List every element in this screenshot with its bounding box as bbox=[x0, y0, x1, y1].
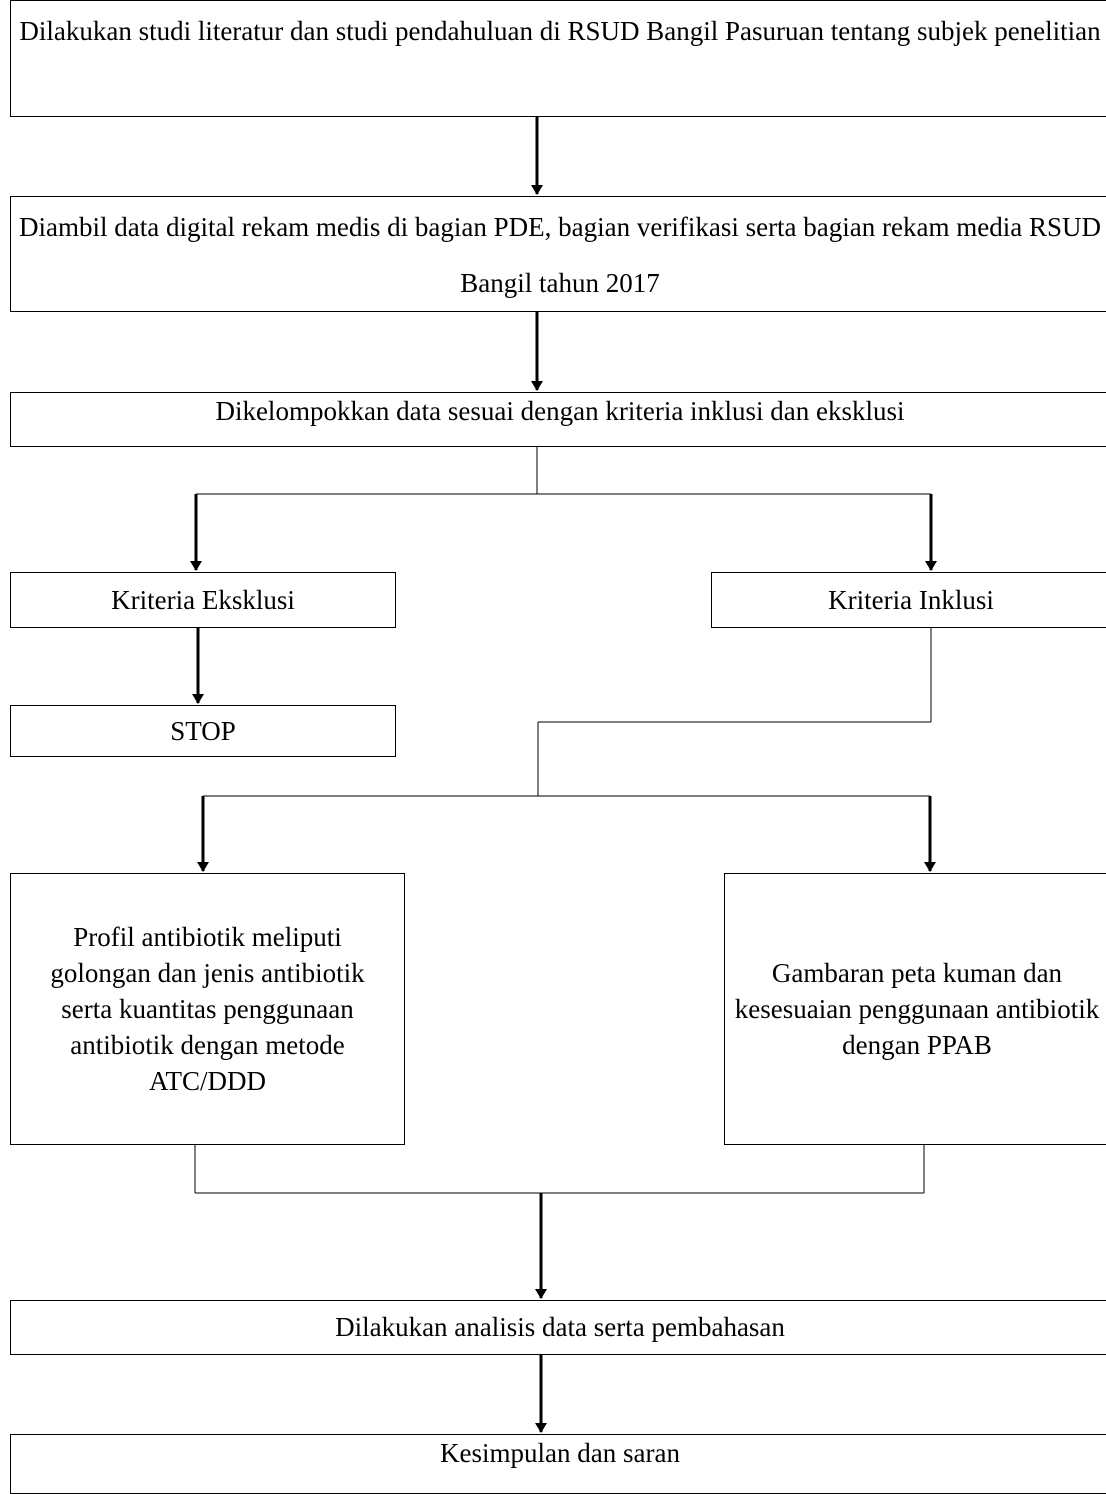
germ-map-box: Gambaran peta kuman dan kesesuaian pengg… bbox=[724, 873, 1106, 1145]
step-literature-text: Dilakukan studi literatur dan studi pend… bbox=[19, 16, 1101, 46]
research-flowchart: Dilakukan studi literatur dan studi pend… bbox=[10, 0, 1106, 1494]
antibiotic-profile-text: Profil antibiotik meliputi golongan dan … bbox=[50, 922, 365, 1096]
step-data-collection-text: Diambil data digital rekam medis di bagi… bbox=[19, 212, 1101, 298]
inclusion-criteria-text: Kriteria Inklusi bbox=[828, 584, 994, 615]
inclusion-criteria-box: Kriteria Inklusi bbox=[711, 572, 1106, 628]
antibiotic-profile-box: Profil antibiotik meliputi golongan dan … bbox=[10, 873, 405, 1145]
stop-box: STOP bbox=[10, 705, 396, 757]
step-grouping-text: Dikelompokkan data sesuai dengan kriteri… bbox=[215, 396, 905, 426]
analysis-text: Dilakukan analisis data serta pembahasan bbox=[335, 1312, 785, 1342]
step-literature-box: Dilakukan studi literatur dan studi pend… bbox=[10, 0, 1106, 117]
conclusion-text: Kesimpulan dan saran bbox=[440, 1438, 680, 1468]
analysis-box: Dilakukan analisis data serta pembahasan bbox=[10, 1300, 1106, 1355]
flowchart-connectors bbox=[190, 117, 937, 1433]
conclusion-box: Kesimpulan dan saran bbox=[10, 1434, 1106, 1494]
exclusion-criteria-text: Kriteria Eksklusi bbox=[111, 584, 295, 615]
step-data-collection-box: Diambil data digital rekam medis di bagi… bbox=[10, 196, 1106, 312]
step-grouping-box: Dikelompokkan data sesuai dengan kriteri… bbox=[10, 392, 1106, 447]
germ-map-text: Gambaran peta kuman dan kesesuaian pengg… bbox=[734, 958, 1100, 1060]
stop-text: STOP bbox=[170, 715, 236, 746]
exclusion-criteria-box: Kriteria Eksklusi bbox=[10, 572, 396, 628]
